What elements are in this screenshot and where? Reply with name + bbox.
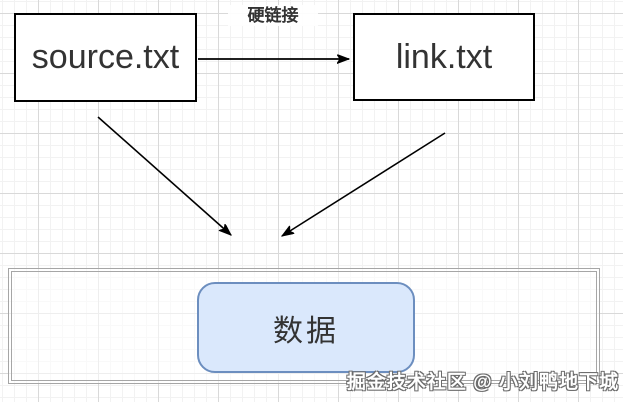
node-data: 数据: [197, 282, 415, 373]
node-link-txt: link.txt: [353, 13, 535, 101]
node-data-label: 数据: [273, 314, 339, 348]
node-link-label: link.txt: [395, 37, 493, 76]
node-source-txt: source.txt: [14, 13, 197, 102]
source-to-data-arrow: [97, 116, 231, 235]
watermark: 掘金技术社区 @ 小刘鸭地下城: [346, 372, 619, 393]
hardlink-edge-label: 硬链接: [228, 5, 318, 26]
data-container-inner-border: [11, 271, 597, 381]
link-to-data-arrow: [282, 132, 446, 236]
node-source-label: source.txt: [31, 38, 180, 76]
